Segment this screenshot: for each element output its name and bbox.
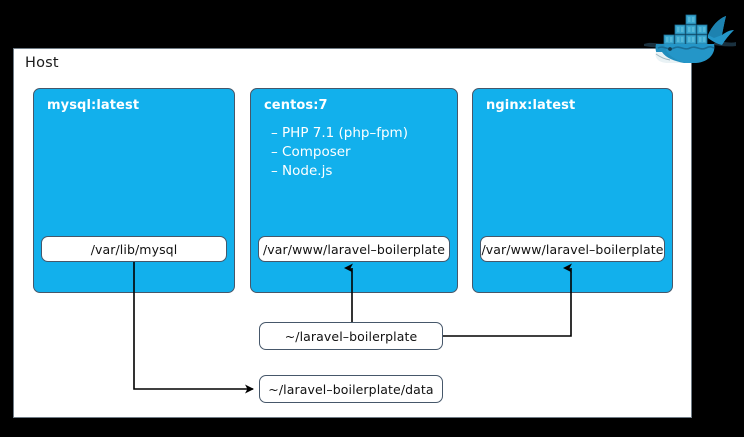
centos-volume-chip[interactable]: /var/www/laravel–boilerplate (258, 236, 450, 262)
mysql-volume-chip[interactable]: /var/lib/mysql (41, 236, 227, 262)
centos-feature-item: – PHP 7.1 (php–fpm) (271, 125, 408, 141)
host-source-chip[interactable]: ~/laravel–boilerplate (259, 322, 443, 350)
centos-feature-list: – PHP 7.1 (php–fpm) – Composer – Node.js (271, 124, 408, 181)
mysql-volume-path: /var/lib/mysql (90, 241, 178, 257)
host-data-label: ~/laravel–boilerplate/data (268, 381, 434, 397)
mysql-container[interactable]: mysql:latest (33, 88, 235, 293)
nginx-volume-chip[interactable]: /var/www/laravel–boilerplate (480, 236, 665, 262)
host-label: Host (25, 55, 59, 71)
centos-feature-item: – Node.js (271, 163, 333, 179)
host-source-label: ~/laravel–boilerplate (284, 328, 418, 344)
centos-container[interactable]: centos:7 – PHP 7.1 (php–fpm) – Composer … (250, 88, 458, 293)
centos-feature-item: – Composer (271, 144, 351, 160)
host-data-chip[interactable]: ~/laravel–boilerplate/data (259, 375, 443, 403)
centos-container-title: centos:7 (264, 98, 328, 113)
centos-volume-path: /var/www/laravel–boilerplate (262, 241, 446, 257)
mysql-container-title: mysql:latest (47, 98, 140, 113)
nginx-container[interactable]: nginx:latest (472, 88, 673, 293)
nginx-container-title: nginx:latest (486, 98, 576, 113)
docker-whale-logo (644, 14, 736, 63)
nginx-volume-path: /var/www/laravel–boilerplate (481, 241, 664, 257)
